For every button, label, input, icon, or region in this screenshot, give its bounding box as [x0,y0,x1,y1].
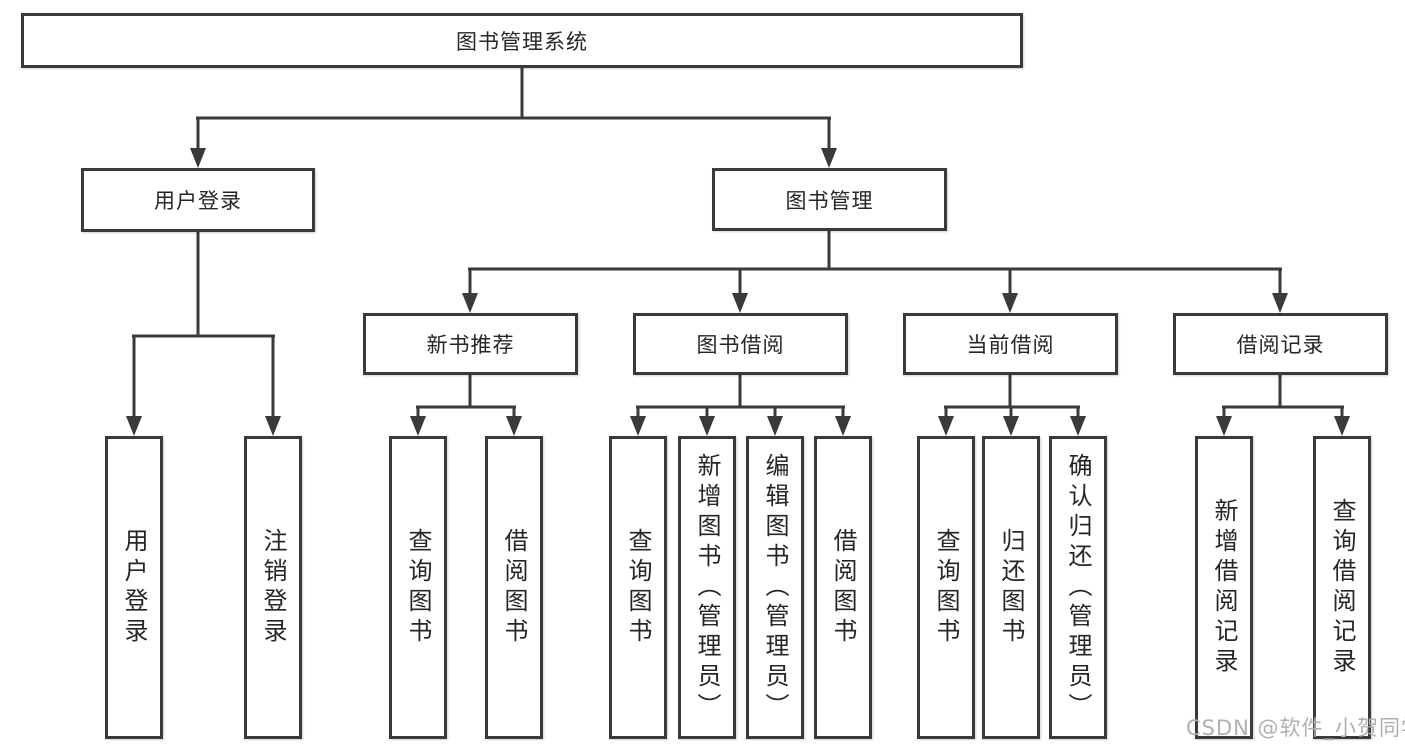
csdn-watermark: CSDN @软件_小贺同学 [1186,716,1405,740]
leaf-logout: 注销登录 [244,436,302,739]
node-label: 编辑图书（管理员） [761,452,789,723]
leaf-query-books-2: 查询图书 [609,436,667,739]
node-label: 借阅图书 [829,527,857,648]
leaf-add-borrow-record: 新增借阅记录 [1195,436,1253,739]
leaf-add-books-admin: 新增图书（管理员） [678,436,736,739]
arrowhead [190,148,206,168]
node-label: 查询图书 [404,527,432,648]
leaf-borrow-books-1: 借阅图书 [485,436,543,739]
node-label: 确认归还（管理员） [1064,452,1092,723]
arrowhead [1003,416,1019,436]
arrowhead [1272,293,1288,313]
node-borrow-records: 借阅记录 [1173,313,1388,375]
connector-book-borrow-to-leaves [636,375,845,420]
arrowhead [699,416,715,436]
arrowhead [1070,416,1086,436]
node-label: 用户登录 [154,189,242,213]
node-current-borrow: 当前借阅 [903,313,1118,375]
node-library-system: 图书管理系统 [21,13,1023,68]
node-label: 图书管理 [785,188,874,213]
arrowhead [1334,416,1350,436]
arrowhead [265,416,281,436]
node-book-borrow: 图书借阅 [633,313,848,375]
node-label: 注销登录 [259,527,287,648]
arrowhead [462,293,478,313]
connector-user-login-to-leaves [132,232,275,420]
arrowhead [732,293,748,313]
connector-borrow-records-to-leaves [1222,375,1344,420]
node-label: 新增图书（管理员） [693,452,721,723]
arrowhead [630,416,646,436]
connector-current-borrow-to-leaves [944,375,1080,420]
connector-root-to-level2 [196,68,831,152]
node-label: 查询图书 [932,527,960,648]
node-label: 新书推荐 [426,333,515,357]
leaf-edit-books-admin: 编辑图书（管理员） [746,436,804,739]
leaf-query-books-1: 查询图书 [389,436,447,739]
leaf-query-borrow-record: 查询借阅记录 [1313,436,1371,739]
leaf-query-books-3: 查询图书 [917,436,975,739]
node-label: 用户登录 [120,527,148,648]
arrowhead [767,416,783,436]
node-new-book-recommend: 新书推荐 [363,313,578,375]
leaf-borrow-books-2: 借阅图书 [814,436,872,739]
leaf-return-books: 归还图书 [982,436,1040,739]
arrowhead [410,416,426,436]
arrowhead [126,416,142,436]
node-label: 借阅图书 [500,527,528,648]
arrowhead [938,416,954,436]
node-label: 归还图书 [997,527,1025,648]
arrowhead [821,148,837,168]
node-book-management: 图书管理 [712,168,947,231]
arrowhead [506,416,522,436]
arrowhead [835,416,851,436]
leaf-user-login: 用户登录 [105,436,163,739]
leaf-confirm-return-admin: 确认归还（管理员） [1049,436,1107,739]
arrowhead [1002,293,1018,313]
node-user-login: 用户登录 [81,168,315,232]
connector-new-book-recommend-to-leaves [416,375,516,420]
node-label: 当前借阅 [966,333,1055,357]
arrowhead [1216,416,1232,436]
node-label: 新增借阅记录 [1210,497,1238,678]
connector-book-mgmt-to-level3 [468,231,1282,297]
node-label: 查询图书 [624,527,652,648]
node-label: 图书管理系统 [456,29,588,54]
node-label: 图书借阅 [696,333,785,357]
node-label: 查询借阅记录 [1328,497,1356,678]
node-label: 借阅记录 [1236,333,1325,357]
